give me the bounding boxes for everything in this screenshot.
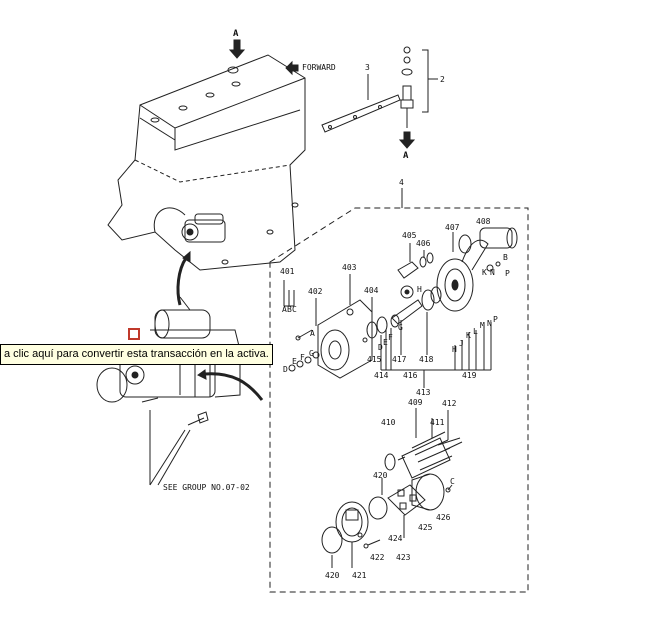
part-label-423: 423: [396, 553, 411, 562]
part-3-strip: [321, 74, 401, 133]
letter-p: P: [493, 315, 498, 324]
starter-on-engine: [181, 213, 226, 243]
part-label-419: 419: [462, 371, 477, 380]
part-label-415: 415: [367, 355, 382, 364]
part-label-417: 417: [392, 355, 407, 364]
view-arrow-top: [228, 39, 246, 59]
part-404-gear: [366, 297, 388, 339]
letter-d: D: [283, 365, 288, 374]
part-label-408: 408: [476, 217, 491, 226]
part-label-2: 2: [440, 75, 445, 84]
selection-marker-icon[interactable]: [128, 328, 140, 340]
part-420-ring: [321, 478, 388, 568]
part-label-413: 413: [416, 388, 431, 397]
part-label-416: 416: [403, 371, 418, 380]
letter-b-solenoid: B: [503, 253, 508, 262]
part-label-422: 422: [370, 553, 385, 562]
part-421-rear-housing: [335, 501, 369, 568]
part-label-418: 418: [419, 355, 434, 364]
part-407-408-solenoid: [436, 227, 518, 312]
part-405-406-lever: [397, 243, 434, 279]
letter-e-415: E: [383, 338, 388, 347]
letter-a-402: A: [310, 329, 315, 338]
part-label-407: 407: [445, 223, 460, 232]
part-label-402: 402: [308, 287, 323, 296]
letter-f: F: [300, 353, 305, 362]
part-label-425: 425: [418, 523, 433, 532]
part-label-405: 405: [402, 231, 417, 240]
letter-b-401: B: [287, 305, 292, 314]
part-label-426: 426: [436, 513, 451, 522]
letter-g-417: G: [398, 323, 403, 332]
part-label-406: 406: [416, 239, 431, 248]
letter-j: J: [459, 339, 464, 348]
tooltip-text: a clic aquí para convertir esta transacc…: [4, 348, 269, 360]
letter-d-415: D: [378, 343, 383, 352]
part-403-housing: [317, 274, 373, 379]
part-401-leaders: [283, 280, 295, 307]
part-2-glow-plug: [398, 46, 438, 149]
part-417-clutch: [390, 285, 423, 328]
part-412-rod: [437, 410, 461, 446]
part-426-cover: [411, 473, 453, 511]
part-label-3: 3: [365, 63, 370, 72]
forward-arrow: [285, 60, 299, 76]
see-group-label: SEE GROUP NO.07-02: [163, 483, 250, 492]
letter-m: M: [480, 321, 485, 330]
assembled-starter: [96, 250, 264, 486]
letter-f-415: F: [388, 333, 393, 342]
part-label-412: 412: [442, 399, 457, 408]
part-label-420-lower: 420: [325, 571, 340, 580]
letter-g: G: [309, 349, 314, 358]
part-423-brush-holder: [387, 484, 426, 538]
part-label-421: 421: [352, 571, 367, 580]
exploded-view-box: [269, 207, 529, 593]
letter-k-solenoid: K: [482, 268, 487, 277]
view-marker-top: A: [233, 29, 239, 39]
part-label-411: 411: [430, 418, 445, 427]
part-422-screw: [363, 539, 381, 549]
part-label-403: 403: [342, 263, 357, 272]
letter-a-401: A: [282, 305, 287, 314]
part-label-414: 414: [374, 371, 389, 380]
letter-h: H: [452, 345, 457, 354]
letter-n: N: [487, 319, 492, 328]
letter-k: K: [466, 331, 471, 340]
letter-h-solenoid: H: [417, 285, 422, 294]
part-label-424: 424: [388, 534, 403, 543]
part-small-washers: [288, 329, 320, 372]
engine-block: [107, 54, 306, 271]
letter-l: L: [473, 327, 478, 336]
letter-n-solenoid: N: [490, 268, 495, 277]
part-label-404: 404: [364, 286, 379, 295]
letter-e: E: [292, 357, 297, 366]
letter-c-426: C: [450, 477, 455, 486]
part-label-410: 410: [381, 418, 396, 427]
part-label-401: 401: [280, 267, 295, 276]
part-label-420-upper: 420: [373, 471, 388, 480]
part-418-pinion: [421, 286, 442, 311]
part-label-4: 4: [399, 178, 404, 187]
part-409-armature: [384, 408, 463, 479]
part-label-409: 409: [408, 398, 423, 407]
letter-p-solenoid: P: [505, 269, 510, 278]
forward-label: FORWARD: [302, 63, 336, 72]
part-413-bracket: [380, 312, 492, 388]
letter-c-401: C: [292, 305, 297, 314]
view-marker-bottom: A: [403, 151, 409, 161]
hover-tooltip: a clic aquí para convertir esta transacc…: [0, 344, 273, 365]
